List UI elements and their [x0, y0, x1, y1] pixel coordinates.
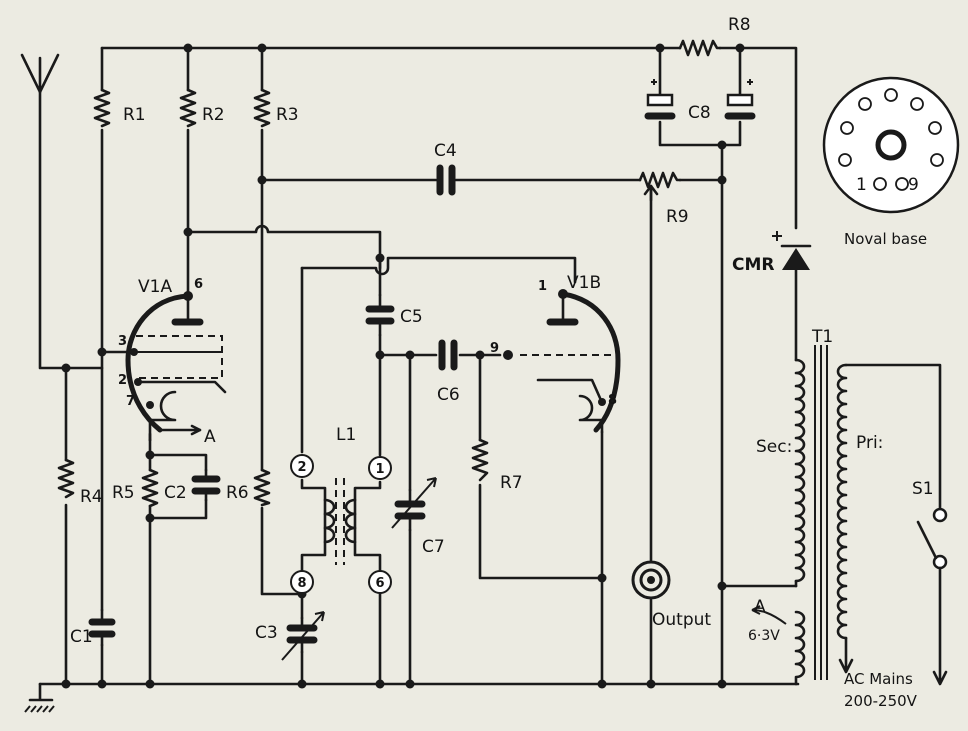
capacitor-c2: C2	[164, 468, 221, 503]
resistor-r7: R7	[471, 438, 523, 493]
r3-label: R3	[276, 105, 299, 125]
capacitor-c1: C1	[70, 608, 116, 647]
v1a-pin-plate: 6	[194, 277, 203, 292]
r7-label: R7	[500, 473, 523, 493]
c2-label: C2	[164, 483, 187, 503]
c6-label: C6	[437, 385, 460, 405]
t1-label: T1	[811, 327, 833, 347]
c4-label: C4	[434, 141, 457, 161]
v1b-pin-plate: 1	[538, 279, 547, 294]
r5-label: R5	[112, 483, 135, 503]
heater-a-label: A	[754, 597, 766, 617]
r6-label: R6	[226, 483, 249, 503]
resistor-r1: R1	[93, 88, 146, 128]
v1a-pin-grid: 3	[118, 334, 127, 349]
junction-dots	[61, 43, 745, 689]
noval-pin-1: 1	[856, 175, 867, 195]
l1-pin-bl: 8	[297, 576, 306, 591]
resistor-r3: R3	[253, 88, 299, 128]
resistor-r6: R6	[226, 468, 271, 507]
l1-pin-tl: 2	[297, 460, 306, 475]
primary-label: Pri:	[856, 433, 883, 453]
output-label: Output	[652, 610, 711, 630]
electrolytic-capacitor-c8: C8	[644, 79, 756, 123]
r4-label: R4	[80, 487, 103, 507]
rectifier-cmr: CMR	[732, 231, 812, 275]
r9-label: R9	[666, 207, 689, 227]
c3-label: C3	[255, 623, 278, 643]
heater-voltage-label: 6·3V	[748, 628, 780, 644]
resistor-r4: R4	[57, 458, 103, 507]
noval-base-label: Noval base	[844, 230, 927, 248]
noval-pin-9: 9	[908, 175, 919, 195]
c8-label: C8	[688, 103, 711, 123]
r1-label: R1	[123, 105, 146, 125]
c7-label: C7	[422, 537, 445, 557]
aerial-symbol	[20, 53, 60, 94]
v1a-pin-cathode: 7	[126, 394, 135, 409]
v1a-label: V1A	[138, 277, 172, 297]
variable-capacitor-c7: C7	[391, 477, 445, 557]
l1-pin-br: 6	[375, 576, 384, 591]
mains-label: AC Mains	[844, 670, 913, 688]
capacitor-c6: C6	[437, 339, 460, 405]
r8-label: R8	[728, 15, 751, 35]
l1-label: L1	[336, 425, 356, 445]
capacitor-c4: C4	[434, 141, 457, 196]
c5-label: C5	[400, 307, 423, 327]
valve-v1a: V1A 6 3 2 7 A	[100, 277, 227, 447]
v1b-pin-grid: 9	[490, 341, 499, 356]
potentiometer-r9: R9	[638, 171, 689, 227]
secondary-label: Sec:	[756, 437, 792, 457]
v1a-pin-heater: 2	[118, 373, 127, 388]
noval-base-diagram: 1 9 Noval base	[822, 76, 960, 248]
variable-capacitor-c3: C3	[255, 611, 325, 661]
v1a-heater-label: A	[204, 427, 216, 447]
v1b-pin-cathode: 8	[608, 393, 617, 408]
l1-pin-tr: 1	[375, 462, 384, 477]
s1-label: S1	[912, 479, 934, 499]
capacitor-c5: C5	[365, 293, 423, 337]
r2-label: R2	[202, 105, 225, 125]
switch-s1: S1	[912, 479, 948, 686]
output-socket: Output	[631, 560, 711, 630]
earth-symbol	[24, 682, 55, 713]
resistor-r8: R8	[678, 15, 751, 57]
wiring	[38, 46, 800, 686]
resistor-r2: R2	[179, 88, 225, 128]
coil-l1: 2 1 8 6 L1	[290, 425, 392, 594]
v1b-label: V1B	[567, 273, 601, 293]
mains-range-label: 200-250V	[844, 692, 918, 710]
transformer-t1: T1 Sec: Pri: A 6·3V	[748, 327, 942, 686]
valve-v1b: V1B 1 9 8	[490, 273, 621, 434]
c1-label: C1	[70, 627, 93, 647]
resistor-r5: R5	[112, 468, 159, 508]
cmr-label: CMR	[732, 255, 774, 275]
